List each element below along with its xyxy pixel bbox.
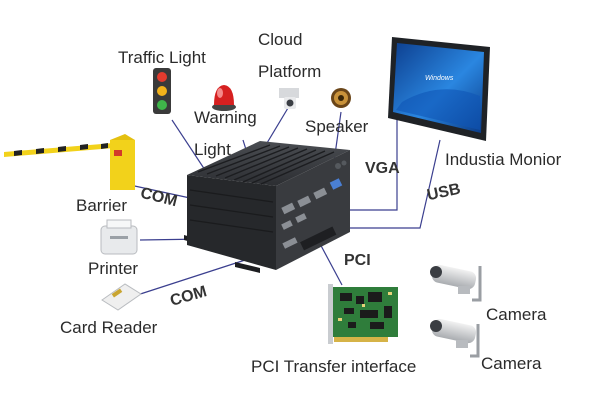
monitor-screen-text: Windows <box>425 75 454 82</box>
line-pci <box>317 239 343 286</box>
card-reader-icon <box>101 283 142 311</box>
speaker-icon <box>331 88 351 108</box>
security-camera-icon <box>430 264 482 302</box>
printer-label: Printer <box>88 259 139 278</box>
cloud-camera-icon <box>279 88 299 109</box>
traffic-light-label: Traffic Light <box>118 48 206 67</box>
pci-card-icon <box>328 284 398 344</box>
cloud-platform-label-line2: Platform <box>258 62 322 81</box>
printer-icon <box>100 219 138 255</box>
warning-light-icon <box>212 85 236 111</box>
barrier-gate-icon <box>4 134 135 190</box>
line-usb <box>330 139 441 229</box>
speaker-label: Speaker <box>305 117 369 136</box>
barrier-label: Barrier <box>76 196 128 215</box>
pci-transfer-interface-label: PCI Transfer interface <box>251 357 417 376</box>
security-camera-icon <box>430 318 480 358</box>
warning-light-label-line2: Light <box>194 140 231 159</box>
traffic-light-icon <box>153 68 171 114</box>
line-traffic-light <box>171 119 206 171</box>
industrial-monitor-label: Industia Monior <box>445 150 562 169</box>
embedded-pc-icon <box>184 141 350 273</box>
warning-light-label-line1: Warning <box>194 108 257 127</box>
card-reader-label: Card Reader <box>60 318 158 337</box>
camera-top-label: Camera <box>486 305 547 324</box>
monitor-icon <box>388 37 490 141</box>
vga-port-label: VGA <box>365 160 400 177</box>
pci-label: PCI <box>344 252 371 269</box>
cloud-platform-label-line1: Cloud <box>258 30 303 49</box>
camera-bottom-label: Camera <box>481 354 542 373</box>
